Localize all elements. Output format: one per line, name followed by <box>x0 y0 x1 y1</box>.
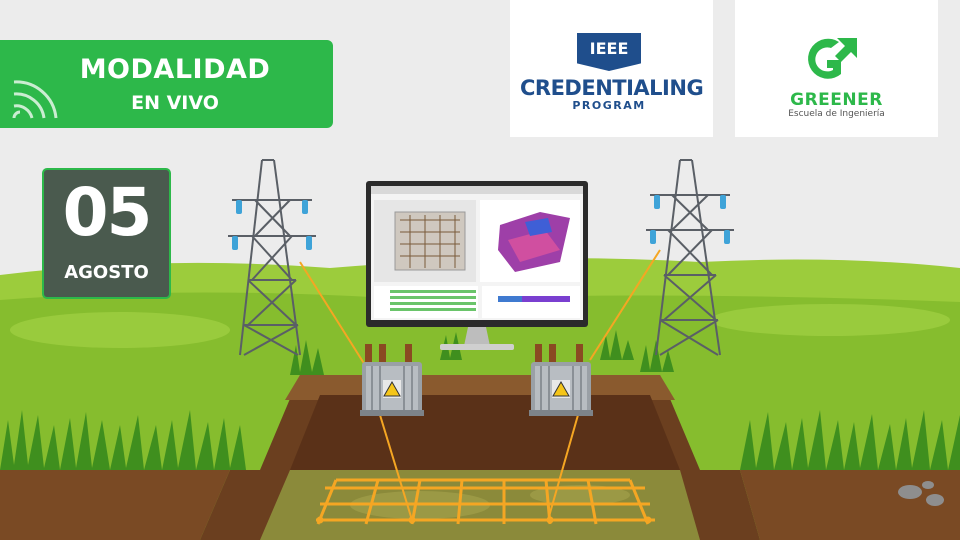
banner-subtitle: EN VIVO <box>131 92 219 114</box>
banner-title: MODALIDAD <box>79 54 271 85</box>
transformer-icon <box>360 344 424 416</box>
ieee-credentialing-text: CREDENTIALING <box>520 76 704 100</box>
ieee-program-text: PROGRAM <box>572 99 646 112</box>
ieee-badge-text: IEEE <box>589 39 629 58</box>
greener-logo-icon <box>808 38 857 79</box>
greener-name: GREENER <box>790 90 883 110</box>
date-day: 05 <box>62 174 153 251</box>
greener-tagline: Escuela de Ingeniería <box>788 109 885 119</box>
transformer-icon <box>529 344 593 416</box>
grounding-grid <box>316 478 655 525</box>
live-signal-icon <box>12 80 58 119</box>
date-card <box>42 168 171 299</box>
date-month: AGOSTO <box>64 262 149 283</box>
high-voltage-warning-icon <box>383 380 401 397</box>
high-voltage-warning-icon <box>552 380 570 397</box>
monitor-illustration <box>366 181 588 350</box>
ieee-badge-shape <box>577 33 641 71</box>
transmission-tower-icon <box>228 159 316 356</box>
transmission-tower-icon <box>646 159 734 356</box>
